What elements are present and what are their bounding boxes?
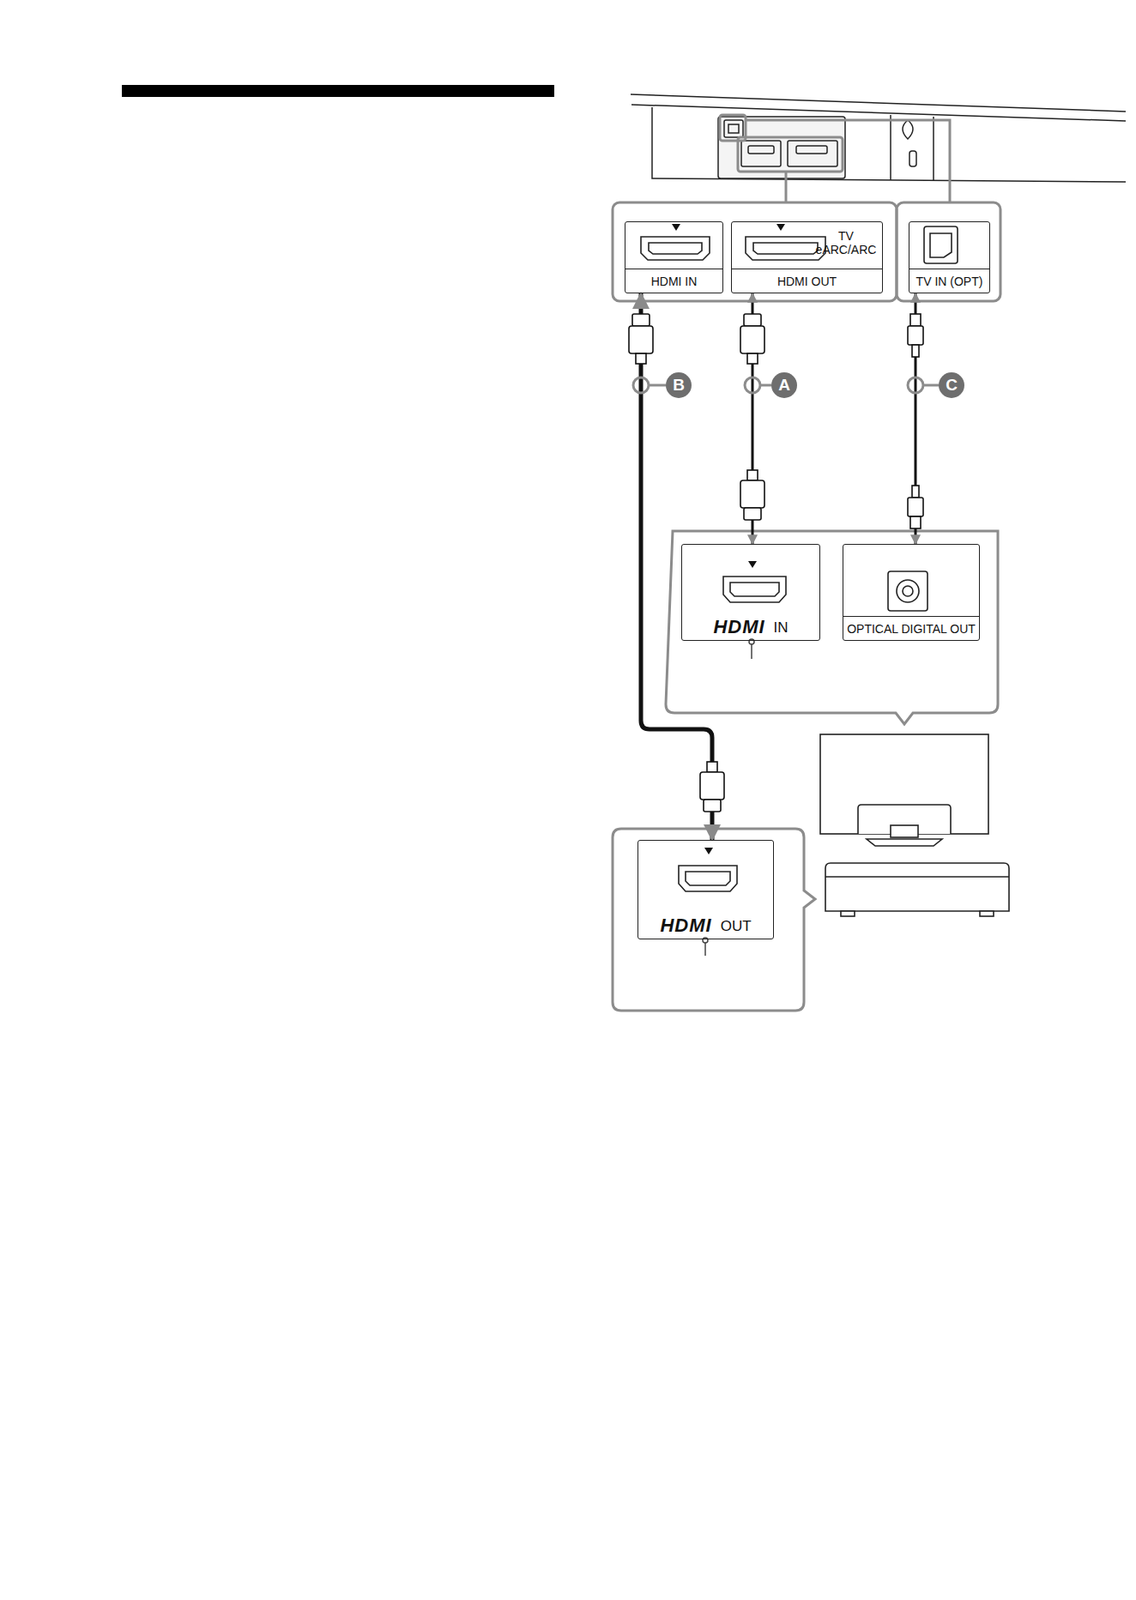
port-name: HDMI OUT [777, 274, 837, 289]
heading-bar [121, 84, 555, 97]
port-label: HDMI OUT [638, 909, 774, 936]
polarity-triangle [671, 223, 786, 855]
port-label: HDMI OUT [731, 268, 883, 293]
port-box: HDMI IN [624, 221, 724, 294]
callout-letter: A [771, 372, 798, 399]
cable [640, 293, 713, 840]
cable-plug [628, 314, 924, 812]
tv-drawing [820, 734, 989, 846]
port-name: OUT [720, 918, 752, 936]
port-box: HDMI IN [681, 543, 821, 641]
port-box: TV eARC/ARC HDMI OUT [731, 221, 883, 294]
port-name: IN [773, 620, 789, 637]
port-box: HDMI OUT [637, 839, 774, 940]
hdmi-logo: HDMI [713, 617, 765, 637]
port-note: TV eARC/ARC [815, 229, 877, 257]
port-name: OPTICAL DIGITAL OUT [846, 622, 976, 636]
soundbar-drawing [630, 94, 1126, 182]
callout-letter: C [938, 372, 965, 399]
callout-letter: B [665, 372, 692, 399]
player-drawing [825, 863, 1010, 917]
port-name: TV IN (OPT) [916, 274, 984, 289]
port-label: TV IN (OPT) [909, 268, 990, 293]
port-name: HDMI IN [651, 274, 698, 289]
port-label: HDMI IN [682, 610, 820, 637]
port-box: OPTICAL DIGITAL OUT [842, 543, 980, 641]
hdmi-logo: HDMI [659, 916, 712, 936]
port-label: OPTICAL DIGITAL OUT [843, 616, 979, 641]
port-label: HDMI IN [625, 268, 723, 293]
port-box: TV IN (OPT) [908, 221, 991, 294]
